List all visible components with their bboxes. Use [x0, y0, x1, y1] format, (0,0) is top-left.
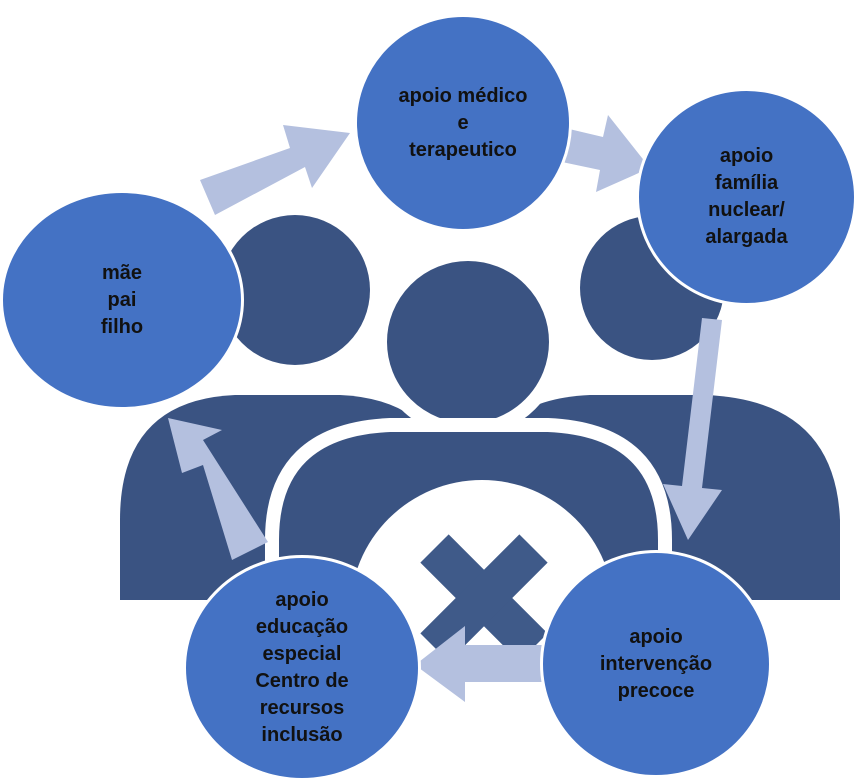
node-extended-family-support: apoio família nuclear/ alargada: [636, 88, 857, 306]
node-line: apoio: [275, 589, 329, 611]
node-family-core: mãe pai filho: [0, 190, 244, 410]
node-line: especial: [262, 643, 342, 665]
arrow-extended-to-intervention: [663, 318, 722, 540]
node-line: nuclear/: [708, 199, 785, 221]
arrow-intervention-to-education: [415, 626, 556, 702]
center-person-head: [373, 247, 563, 437]
node-early-intervention-support: apoio intervenção precoce: [540, 550, 772, 778]
node-line: família: [714, 172, 779, 194]
node-line: recursos: [259, 697, 345, 719]
node-line: e: [457, 111, 469, 134]
node-line: apoio médico: [398, 84, 528, 107]
node-line: alargada: [705, 226, 788, 248]
flow-arrows: [168, 115, 722, 702]
node-line: apoio: [719, 145, 774, 167]
node-line: terapeutico: [409, 138, 517, 161]
arrow-education-to-family: [168, 418, 268, 560]
node-line: filho: [100, 315, 144, 338]
node-line: pai: [107, 288, 137, 311]
node-medical-support: apoio médico e terapeutico: [354, 14, 572, 232]
left-person-head: [220, 215, 370, 365]
node-line: intervenção: [599, 652, 713, 675]
arrow-family-to-medical: [200, 125, 350, 215]
node-line: apoio: [629, 625, 683, 648]
node-line: precoce: [617, 679, 695, 702]
node-line: Centro de: [255, 670, 349, 692]
node-special-education-support: apoio educação especial Centro de recurs…: [183, 555, 421, 781]
node-line: mãe: [101, 261, 143, 284]
node-line: inclusão: [261, 724, 343, 746]
node-line: educação: [255, 616, 349, 638]
arrow-medical-to-extended: [562, 115, 650, 192]
cross-icon: [420, 534, 548, 662]
